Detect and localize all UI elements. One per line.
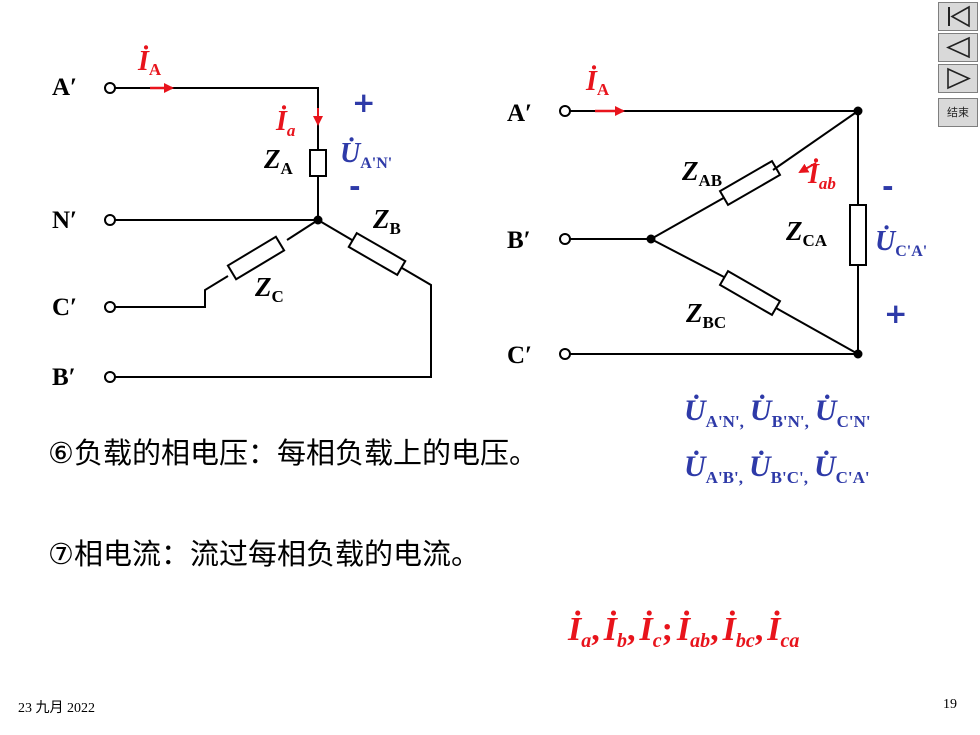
- terminal-n-star: [104, 214, 116, 226]
- label-current-ia-star: İA: [137, 46, 162, 79]
- next-slide-button[interactable]: [938, 64, 978, 93]
- terminal-a-star: [104, 82, 116, 94]
- delta-circuit: [559, 105, 867, 360]
- label-zbc: ZBC: [685, 298, 726, 332]
- label-terminal-a-delta: A′: [507, 100, 532, 127]
- label-za: ZA: [263, 144, 294, 178]
- resistor-zc: [226, 235, 286, 281]
- terminal-c-delta: [559, 348, 571, 360]
- resistor-zb: [347, 231, 407, 277]
- phase-current-list: İa,İb,İc;İab,İbc,İca: [567, 610, 799, 652]
- first-slide-button[interactable]: [938, 2, 978, 31]
- label-current-ia-phase: İa: [275, 106, 296, 140]
- first-slide-icon: [948, 5, 970, 28]
- voltage-plus-delta: +: [884, 297, 907, 330]
- resistor-zca: [849, 204, 867, 266]
- wire-zb-top: [317, 219, 353, 241]
- caption-phase-voltage: ⑥负载的相电压：每相负载上的电压。: [48, 436, 538, 470]
- terminal-a-delta: [559, 105, 571, 117]
- label-current-ia-delta: İA: [585, 66, 610, 99]
- wire-zc-c: [115, 275, 229, 308]
- wire-zab-right: [772, 110, 859, 171]
- label-zab: ZAB: [681, 156, 722, 190]
- label-zb: ZB: [372, 204, 401, 238]
- label-terminal-b-star: B′: [52, 364, 76, 391]
- page-number: 19: [943, 697, 957, 712]
- voltage-minus-star: -: [349, 170, 361, 203]
- voltage-minus-delta: -: [882, 170, 894, 203]
- terminal-c-star: [104, 301, 116, 313]
- resistor-za: [309, 149, 327, 177]
- resistor-zbc: [718, 269, 782, 317]
- wire-zbc-left: [650, 238, 725, 278]
- label-current-iab: İab: [807, 159, 836, 193]
- resistor-zab: [718, 159, 782, 207]
- voltage-plus-star: +: [352, 86, 375, 119]
- footer-date: 23 九月 2022: [18, 701, 95, 716]
- label-terminal-c-star: C′: [52, 294, 77, 321]
- phase-voltage-list: U̇A'N',U̇B'N',U̇C'N' U̇A'B',U̇B'C',U̇C'A…: [684, 394, 871, 487]
- label-terminal-b-delta: B′: [507, 227, 531, 254]
- wire-zab-left: [650, 195, 728, 240]
- star-circuit: [104, 82, 432, 383]
- label-terminal-a-star: A′: [52, 74, 77, 101]
- label-terminal-n-star: N′: [52, 207, 77, 234]
- prev-slide-icon: [946, 36, 970, 59]
- end-show-button[interactable]: 结束: [938, 98, 978, 127]
- label-voltage-an: U̇A'N': [340, 138, 392, 172]
- wire-zb-b: [115, 267, 432, 378]
- wire-zc-top: [286, 219, 319, 241]
- phase-voltage-row-2: U̇A'B',U̇B'C',U̇C'A': [684, 450, 870, 487]
- terminal-b-star: [104, 371, 116, 383]
- caption-phase-current: ⑦相电流：流过每相负载的电流。: [48, 537, 480, 571]
- phase-voltage-row-1: U̇A'N',U̇B'N',U̇C'N': [684, 394, 871, 431]
- label-zc: ZC: [254, 272, 284, 306]
- prev-slide-button[interactable]: [938, 33, 978, 62]
- next-slide-icon: [947, 67, 971, 90]
- wire-zbc-right: [775, 307, 859, 355]
- terminal-b-delta: [559, 233, 571, 245]
- current-arrow-iab: [798, 162, 817, 173]
- label-zca: ZCA: [785, 216, 828, 250]
- wire-a-star: [115, 87, 319, 150]
- label-voltage-ca: U̇C'A': [875, 226, 927, 260]
- label-terminal-c-delta: C′: [507, 342, 532, 369]
